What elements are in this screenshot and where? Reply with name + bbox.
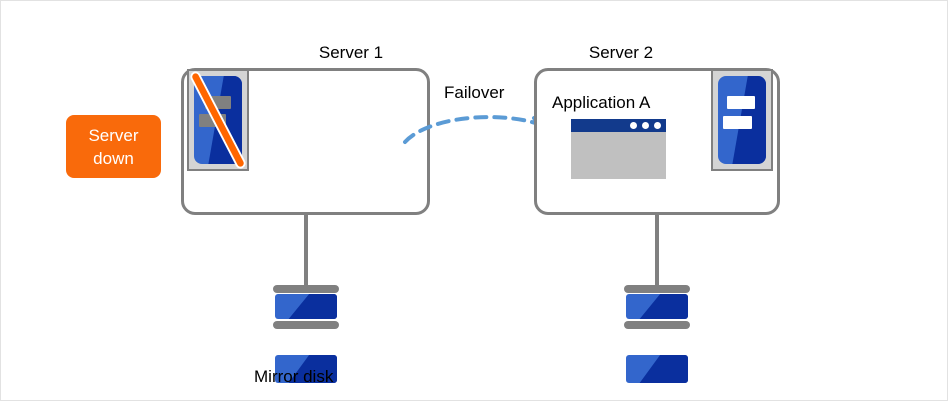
server-1-title: Server 1: [318, 43, 384, 62]
server-2-machine-icon: [711, 69, 773, 171]
server-down-badge-line2: down: [93, 148, 134, 168]
window-dot-3: [654, 122, 661, 129]
disk-band-middle-left: [273, 321, 339, 329]
application-a-label: Application A: [552, 93, 651, 112]
window-dot-1: [630, 122, 637, 129]
mirror-disk-label: Mirror disk: [254, 367, 334, 386]
server-down-badge-line1: Server: [88, 125, 139, 145]
server-2-status-bar-top: [726, 96, 756, 110]
disk-band-middle-right: [624, 321, 690, 329]
server-2-machine-body: [718, 76, 766, 164]
mirror-disk-icon-right: [624, 285, 690, 383]
server-2-status-bar-bottom: [722, 115, 752, 129]
server-1-machine-icon: [187, 69, 249, 171]
server-2-disk-connector: [655, 214, 659, 289]
disk-drum-upper-left: [275, 294, 337, 319]
disk-drum-lower-right: [626, 355, 688, 383]
application-window-icon: [571, 119, 666, 179]
mirror-disk-icon-left: [273, 285, 339, 383]
failover-label: Failover: [444, 83, 505, 102]
disk-band-top-right: [624, 285, 690, 293]
server-2-title: Server 2: [588, 43, 654, 62]
window-dot-2: [642, 122, 649, 129]
disk-drum-upper-right: [626, 294, 688, 319]
disk-drum-lower-left: [275, 355, 337, 383]
server-down-badge: Server down: [66, 115, 161, 178]
server-down-slash-icon: [190, 71, 246, 169]
application-window-titlebar: [571, 119, 666, 132]
disk-band-top-left: [273, 285, 339, 293]
server-1-disk-connector: [304, 214, 308, 289]
